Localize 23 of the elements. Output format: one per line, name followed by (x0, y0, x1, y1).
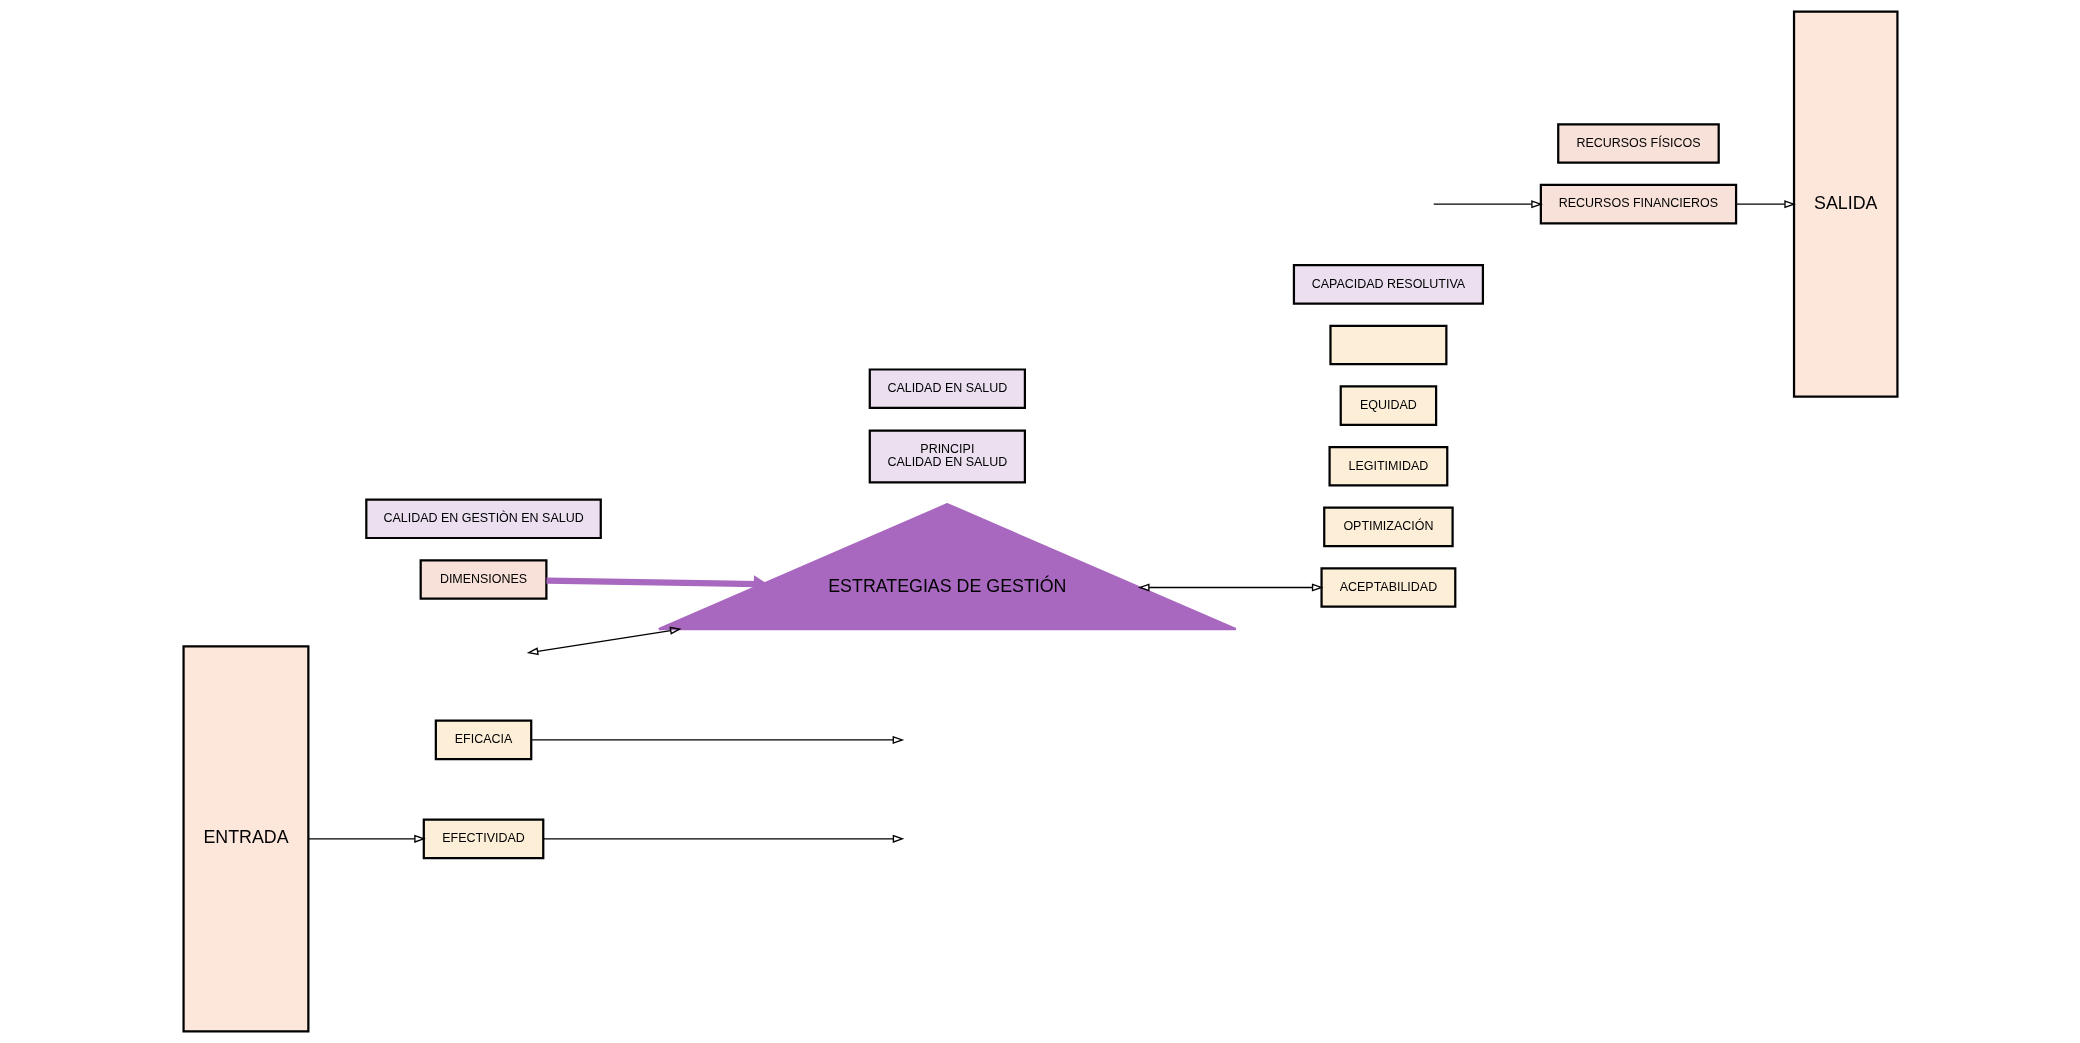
arrow (1137, 583, 1323, 592)
node-box: RECURSOS FINANCIEROS (1539, 183, 1737, 225)
node-box: CALIDAD EN GESTIÒN EN SALUD (364, 498, 602, 540)
node-box: EQUIDAD (1339, 385, 1437, 426)
arrow (526, 626, 682, 656)
node-box: SALIDA (1792, 10, 1899, 398)
arrow (1734, 200, 1796, 209)
node-box: CALIDAD EN SALUD (868, 368, 1026, 409)
node-box (1328, 324, 1447, 366)
node-box: ENTRADA (181, 645, 309, 1033)
node-box: EFECTIVIDAD (422, 818, 544, 860)
node-box: PRINCIPI CALIDAD EN SALUD (868, 429, 1026, 484)
arrow (530, 735, 904, 744)
node-box: RECURSOS FÍSICOS (1556, 123, 1720, 164)
node-box: DIMENSIONES (419, 559, 547, 600)
arrow (542, 834, 904, 843)
node-box: OPTIMIZACIÓN (1322, 506, 1454, 548)
node-box: ACEPTABILIDAD (1319, 567, 1456, 608)
node-box: CAPACIDAD RESOLUTIVA (1292, 264, 1484, 305)
arrow (307, 834, 426, 843)
arrow (1432, 200, 1543, 209)
node-box: LEGITIMIDAD (1327, 445, 1448, 487)
node-box: EFICACIA (434, 719, 532, 761)
